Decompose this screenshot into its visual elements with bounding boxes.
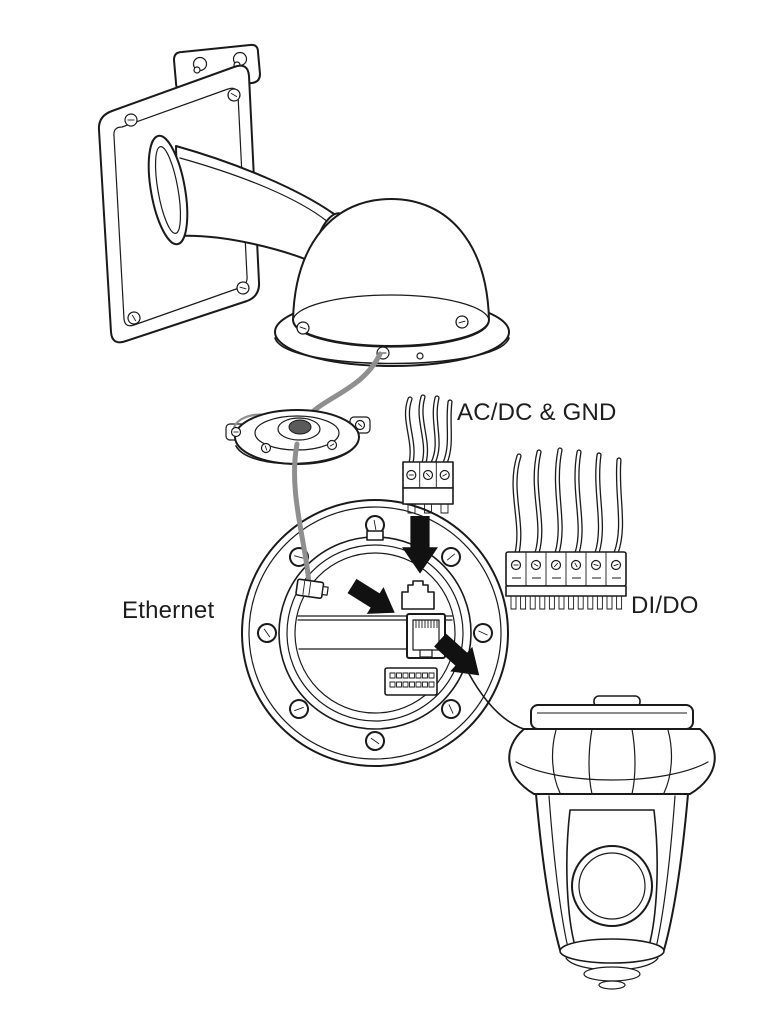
ptz-camera	[508, 695, 716, 990]
trim-ring-underside	[235, 441, 359, 465]
base-plate-screw	[361, 727, 389, 755]
base-plate-rim	[248, 506, 502, 760]
cable-plug	[295, 578, 329, 600]
camera-shoulder-flutes	[551, 728, 673, 795]
cable-grommet	[288, 419, 312, 435]
base-plate-outer-edge	[241, 499, 509, 767]
plate-screw	[124, 113, 138, 127]
camera-body-seams	[548, 795, 676, 949]
camera-base-nub	[598, 980, 626, 990]
label-dido: DI/DO	[631, 592, 699, 619]
label-power: AC/DC & GND	[457, 399, 617, 426]
power-wires	[406, 395, 452, 465]
dome-flange-underside	[274, 337, 510, 365]
dome-shell	[292, 198, 490, 347]
camera-lens	[571, 845, 653, 927]
arm-contour-line	[179, 157, 329, 223]
ethernet-jack-outline	[401, 580, 435, 610]
camera-shoulder-contour	[515, 761, 709, 781]
label-ethernet: Ethernet	[122, 597, 215, 624]
dido-terminal-assembly	[505, 447, 627, 610]
dido-wires-outline	[512, 447, 624, 556]
base-plate-screw	[253, 619, 281, 647]
camera-lens-inner	[578, 852, 646, 920]
dome-rim	[292, 294, 490, 348]
dido-terminal-dividers	[525, 552, 607, 586]
trim-ring-screw	[230, 426, 242, 438]
arrow-to-ethernet-icon	[343, 572, 404, 627]
dome-pin-hole	[416, 352, 424, 360]
dido-terminal-base	[505, 585, 627, 597]
camera-top-cap	[530, 704, 694, 730]
arm-wall-flange	[147, 134, 189, 246]
ethernet-port	[406, 613, 446, 659]
alignment-tab	[366, 530, 384, 541]
camera-cable-lower	[292, 441, 312, 587]
base-plate-recess-step	[286, 544, 464, 722]
dido-terminal-pins	[510, 595, 623, 610]
dido-terminal-screw	[510, 559, 522, 571]
wall-mount-bracket	[97, 43, 348, 344]
io-pin-header	[384, 667, 438, 696]
base-plate-inner-edge	[294, 552, 456, 714]
power-terminal-base	[402, 487, 454, 505]
base-plate-screw	[437, 543, 465, 571]
base-plate-screw	[470, 620, 496, 646]
base-plate	[241, 499, 509, 767]
camera-base-ring	[559, 938, 665, 964]
dido-wires	[513, 448, 622, 555]
dome-cover	[274, 198, 510, 367]
power-terminal-screw	[406, 469, 417, 481]
arrow-down-icon	[402, 516, 438, 574]
trim-ring	[225, 409, 371, 465]
power-terminal-pins	[407, 503, 449, 514]
power-wires-outline	[404, 394, 453, 466]
power-terminal-assembly	[402, 394, 454, 514]
arm-wall-flange-inner	[154, 146, 182, 234]
power-terminal-dividers	[419, 462, 437, 488]
camera-base-collar	[583, 966, 641, 982]
camera-shoulder	[508, 728, 716, 795]
